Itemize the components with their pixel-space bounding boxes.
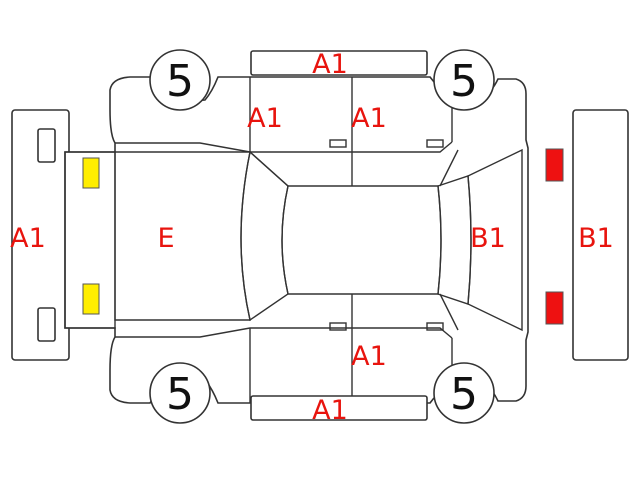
front-bumper[interactable] (572, 109, 629, 361)
door-handle-upper-front (426, 139, 444, 148)
tire-bottom-left-number: 5 (166, 369, 194, 420)
door-handle-lower-front (426, 322, 444, 331)
label-hood: B1 (470, 223, 506, 254)
car-body-outline (64, 76, 529, 404)
door-handle-upper-rear (329, 139, 347, 148)
tire-top-right-number: 5 (450, 56, 478, 107)
label-rear-door-bottom: A1 (351, 341, 387, 372)
rear-bumper-reflector-top (37, 128, 56, 163)
hood-panel[interactable] (467, 148, 523, 332)
red-lamp-icon (545, 148, 564, 325)
label-front-door-top: A1 (351, 103, 387, 134)
label-rear-bumper: A1 (10, 223, 46, 254)
label-rear-door-top: A1 (247, 103, 283, 134)
label-front-bumper: B1 (578, 223, 614, 254)
rear-bumper-reflector-bottom (37, 307, 56, 342)
upper-pillar-line (249, 151, 289, 187)
label-roof-bottom: A1 (312, 395, 348, 426)
tire-top-left-number: 5 (166, 56, 194, 107)
label-trunk: E (157, 223, 174, 254)
label-roof-top: A1 (312, 49, 348, 80)
yellow-lamp-icon (82, 157, 100, 315)
door-handle-lower-rear (329, 322, 347, 331)
tire-bottom-right-number: 5 (450, 369, 478, 420)
cowl-line-top (439, 149, 459, 187)
tire-icon (149, 49, 495, 424)
roof-strip-bottom[interactable] (250, 395, 428, 421)
cowl-line-bottom (439, 293, 459, 331)
roof-strip-top[interactable] (250, 50, 428, 76)
